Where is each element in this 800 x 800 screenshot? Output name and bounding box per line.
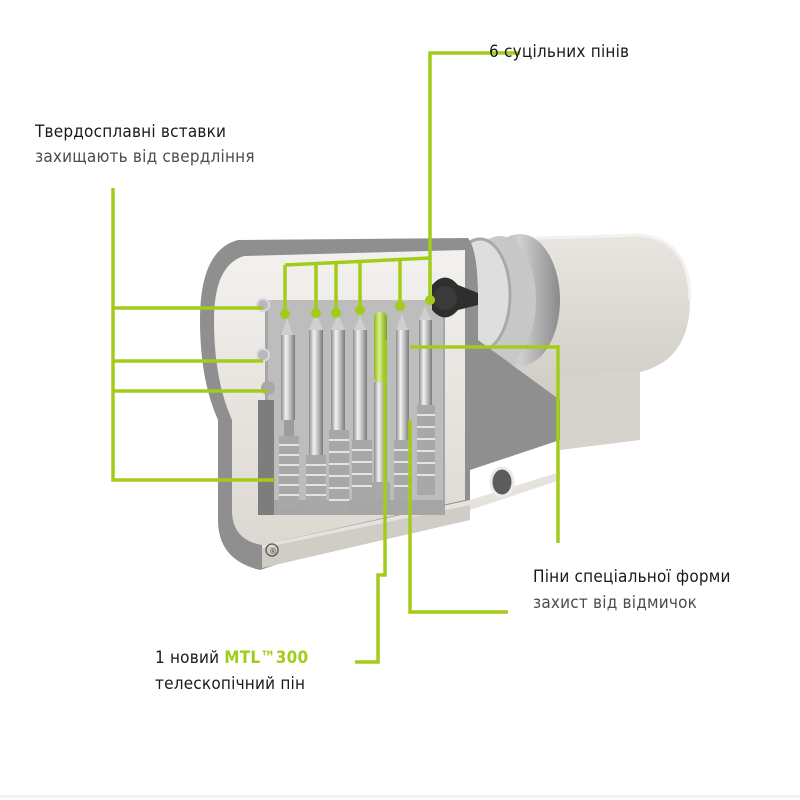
- svg-text:®: ®: [269, 547, 277, 556]
- carbide-inserts: [256, 298, 275, 515]
- bottom-divider: [0, 795, 800, 798]
- mtl300-brand: MTL™300: [224, 648, 309, 668]
- callout-dots: [280, 295, 435, 319]
- callout-special-pins-subtitle: захист від відмичок: [533, 593, 698, 613]
- callout-special-pins-title: Піни спеціальної форми: [533, 567, 731, 587]
- callout-solid-pins-title: 6 суцільних пінів: [489, 42, 630, 62]
- callout-lines: [111, 51, 560, 664]
- callout-telescopic-pin-subtitle: телескопічний пін: [155, 674, 306, 694]
- keyway: [432, 277, 478, 318]
- callout-carbide-inserts-subtitle: захищають від свердління: [35, 147, 255, 167]
- callout-carbide-inserts-title: Твердосплавні вставки: [35, 122, 227, 142]
- callout-telescopic-pin-title: 1 новий MTL™300: [155, 646, 308, 670]
- callout-telescopic-pin-prefix: 1 новий: [155, 648, 225, 668]
